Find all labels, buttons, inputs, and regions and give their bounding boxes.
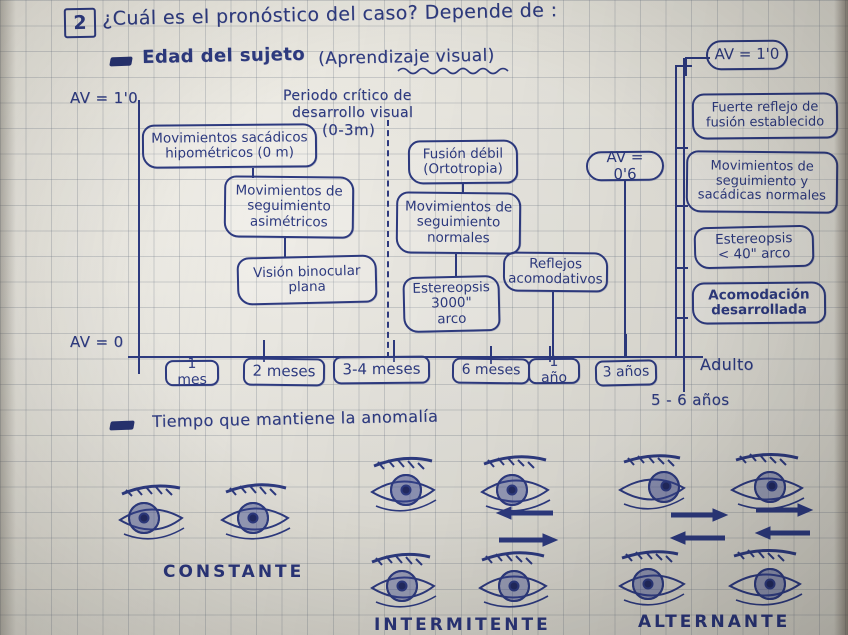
critical-period-line3: (0-3m)	[322, 121, 376, 139]
stage-box-pursuit-asymmetric: Movimientos de seguimiento asimétricos	[223, 175, 355, 239]
x-label-3anios: 3 años	[594, 359, 658, 387]
milestone-label: AV = 0'6	[606, 147, 644, 184]
x-label-text: 3 años	[602, 363, 650, 381]
stage-box-text: Estereopsis 3000" arco	[412, 279, 490, 328]
x-label-1anio: 1 año	[527, 354, 581, 387]
stage-box-text: Acomodación desarrollada	[708, 286, 810, 319]
eye-pair-intermitente-top	[370, 455, 551, 512]
item-number-box: 2	[63, 7, 97, 39]
y-axis-top-label: AV = 1'0	[70, 89, 139, 107]
milestone-av-10: AV = 1'0	[705, 39, 789, 71]
stage-box-text: Reflejos acomodativos	[508, 255, 603, 288]
critical-period-boundary	[387, 120, 389, 358]
x-axis-line	[128, 356, 703, 358]
adult-column-line	[683, 58, 685, 358]
x-axis-end-label: Adulto	[700, 355, 754, 374]
category-label-constante: CONSTANTE	[163, 562, 305, 582]
eye-pair-alternante-top	[618, 453, 805, 510]
connector-pursuit-to-binocular	[284, 238, 286, 258]
stage-box-text: Movimientos de seguimiento y sacádicas n…	[697, 158, 826, 205]
paper-left-shadow	[0, 0, 16, 635]
factor-duration-label: Tiempo que mantiene la anomalía	[151, 406, 439, 431]
stage-box-weak-fusion: Fusión débil (Ortotropia)	[407, 139, 519, 185]
category-label-alternante: ALTERNANTE	[638, 612, 791, 632]
x-label-text: 1 mes	[177, 356, 207, 389]
stage-box-text: Estereopsis < 40" arco	[714, 229, 793, 263]
stage-box-stereopsis-3000: Estereopsis 3000" arco	[402, 274, 501, 334]
critical-period-line1: Periodo crítico de	[283, 88, 412, 104]
connector-fusion-to-pursuit-normal	[462, 184, 464, 194]
x-label-text: 1 año	[540, 354, 568, 387]
stage-box-flat-binocular-vision: Visión binocular plana	[236, 254, 378, 306]
x-label-text: 2 meses	[252, 362, 316, 381]
arrow-alternante-right-pair	[754, 503, 814, 540]
stage-box-stereopsis-40: Estereopsis < 40" arco	[693, 224, 815, 270]
stage-box-accommodative-reflexes: Reflejos acomodativos	[502, 251, 609, 293]
axis-tick-1mes	[138, 344, 140, 374]
milestone-label: AV = 1'0	[714, 45, 780, 64]
bullet-marker-1	[109, 56, 133, 67]
arrow-intermitente-right	[499, 533, 559, 547]
factor-age-label: Edad del sujeto	[141, 43, 306, 68]
x-label-34meses: 3-4 meses	[332, 355, 431, 385]
axis-tick-2meses	[263, 340, 265, 362]
milestone-av-06: AV = 0'6	[585, 147, 665, 184]
milestone-av10-connector	[685, 57, 710, 76]
eye-pair-constante	[118, 483, 291, 540]
stage-box-strong-fusion-reflex: Fuerte reflejo de fusión establecido	[691, 92, 839, 140]
critical-period-line2: desarrollo visual	[292, 105, 414, 121]
x-label-text: 6 meses	[461, 361, 521, 379]
eye-pair-alternante-bottom	[618, 549, 803, 606]
arrow-alternante-left-pair	[669, 508, 729, 545]
connector-pursuitnormal-to-stereopsis	[455, 254, 457, 276]
connector-reflexes-to-axis	[552, 292, 554, 356]
milestone-av06-stem	[624, 181, 626, 356]
x-axis-end-note: 5 - 6 años	[651, 391, 730, 409]
squiggle-underline	[397, 67, 509, 75]
stage-box-text: Visión binocular plana	[253, 262, 361, 296]
stage-box-text: Movimientos sacádicos hipométricos (0 m)	[151, 128, 308, 162]
item-number: 2	[73, 11, 87, 35]
connector-saccades-to-pursuit	[252, 168, 254, 178]
x-label-1mes: 1 mes	[164, 356, 220, 389]
stage-box-text: Fuerte reflejo de fusión establecido	[705, 99, 825, 131]
x-label-text: 3-4 meses	[342, 360, 421, 379]
axis-tick-6meses	[490, 346, 492, 364]
bullet-marker-2	[109, 420, 135, 431]
stage-box-accommodation-developed: Acomodación desarrollada	[691, 281, 827, 325]
x-label-6meses: 6 meses	[451, 357, 531, 385]
axis-tick-3anios	[625, 334, 627, 358]
y-axis-bottom-label: AV = 0	[70, 333, 124, 351]
paper-right-shadow	[834, 0, 848, 635]
arrow-intermitente-left	[495, 506, 553, 520]
stage-box-saccades-hypometric: Movimientos sacádicos hipométricos (0 m)	[141, 123, 318, 169]
stage-box-text: Movimientos de seguimiento normales	[404, 198, 513, 247]
category-label-intermitente: INTERMITENTE	[374, 615, 551, 635]
page-title: ¿Cuál es el pronóstico del caso? Depende…	[101, 0, 558, 30]
axis-tick-1anio	[549, 346, 551, 362]
stage-box-text: Movimientos de seguimiento asimétricos	[235, 182, 343, 231]
axis-tick-adulto	[683, 330, 685, 392]
x-label-2meses: 2 meses	[242, 357, 326, 387]
eye-pair-intermitente-bottom	[370, 551, 549, 608]
stage-box-pursuit-saccades-normal: Movimientos de seguimiento y sacádicas n…	[685, 150, 839, 214]
axis-tick-34meses	[393, 340, 395, 362]
y-axis-line	[138, 100, 140, 358]
stage-box-text: Fusión débil (Ortotropia)	[422, 145, 504, 178]
stage-box-pursuit-normal: Movimientos de seguimiento normales	[395, 191, 522, 255]
